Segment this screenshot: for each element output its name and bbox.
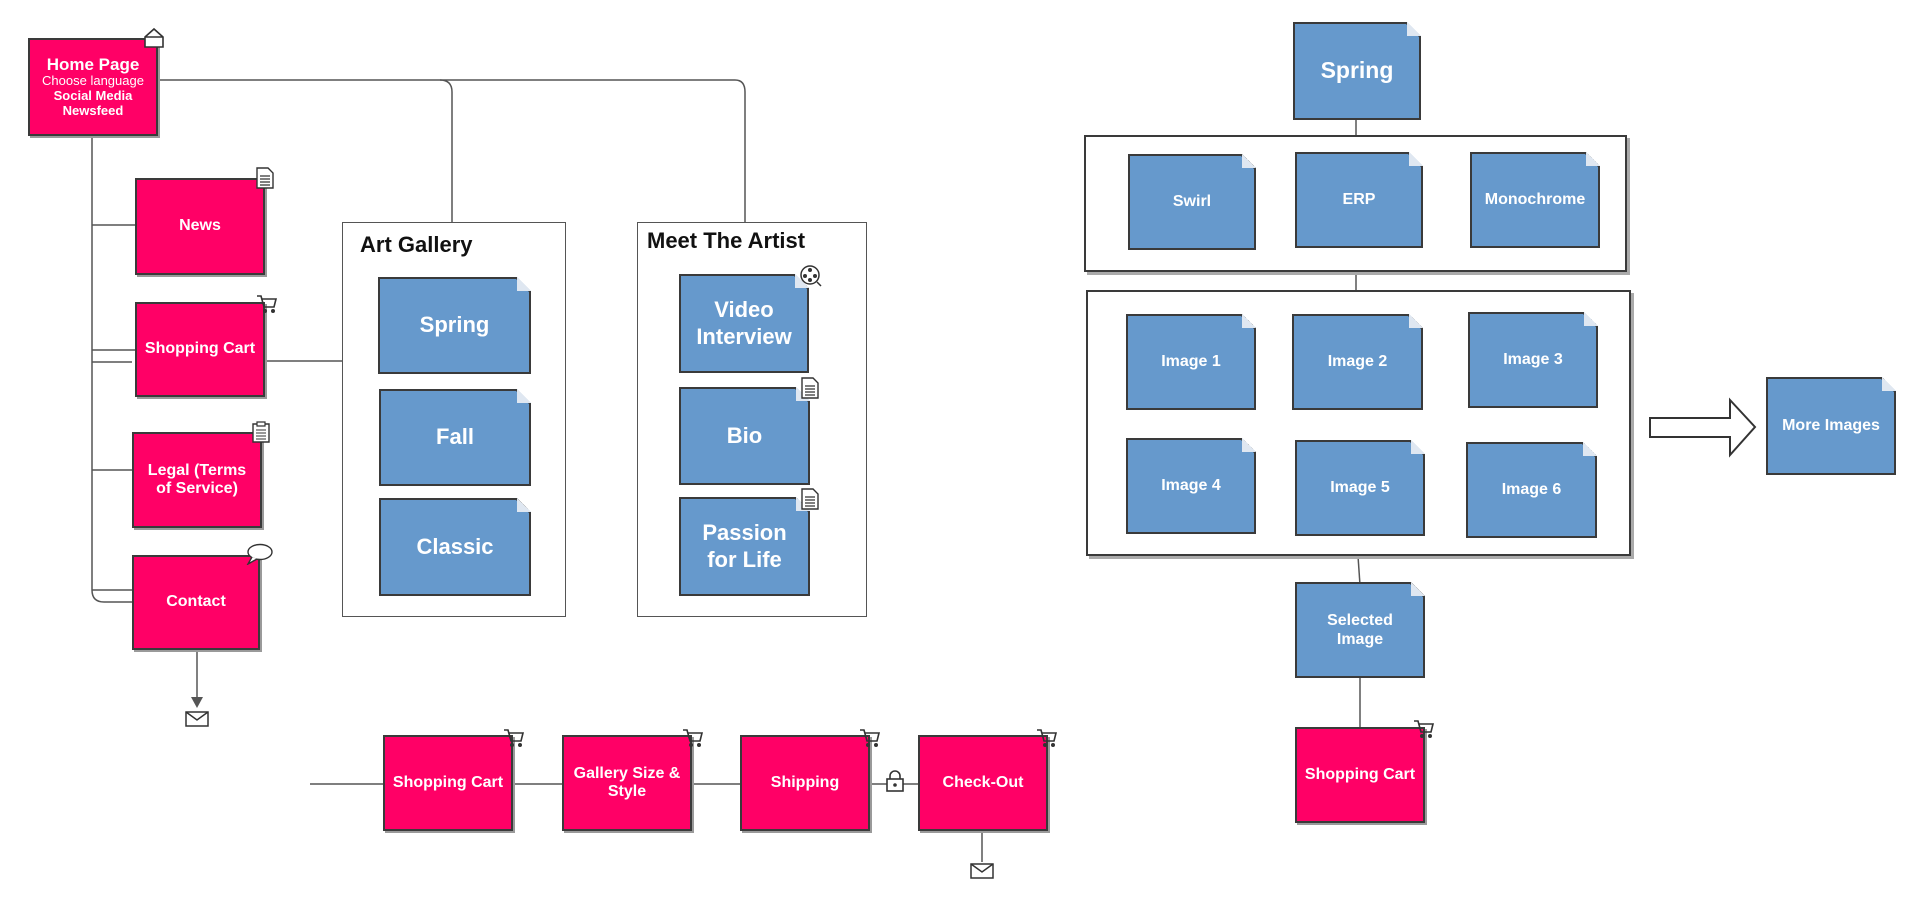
style-swirl[interactable]: Swirl (1128, 154, 1256, 250)
selected-image-label: Selected Image (1327, 611, 1393, 648)
image-2[interactable]: Image 2 (1292, 314, 1423, 410)
spring-cart-label: Shopping Cart (1304, 765, 1416, 783)
padlock-icon (885, 770, 905, 792)
news-label: News (179, 217, 221, 235)
artist-item-passion[interactable]: Passion for Life (679, 497, 810, 596)
flow-step-label: Check-Out (942, 773, 1024, 791)
shopping-cart-page-node[interactable]: Shopping Cart (135, 302, 265, 397)
cart-icon (1036, 727, 1058, 749)
cart-icon (503, 727, 525, 749)
image-6[interactable]: Image 6 (1466, 442, 1597, 538)
cart-icon (859, 727, 881, 749)
contact-page-node[interactable]: Contact (132, 555, 260, 650)
speech-bubble-icon (245, 543, 273, 566)
style-erp[interactable]: ERP (1295, 152, 1423, 248)
gallery-item-classic[interactable]: Classic (379, 498, 531, 596)
document-icon (799, 377, 821, 399)
flow-gallery-size-style[interactable]: Gallery Size & Style (562, 735, 692, 831)
style-monochrome[interactable]: Monochrome (1470, 152, 1600, 248)
selected-image-node[interactable]: Selected Image (1295, 582, 1425, 678)
image-label: Image 5 (1330, 479, 1390, 497)
gallery-item-spring[interactable]: Spring (378, 277, 531, 374)
image-1[interactable]: Image 1 (1126, 314, 1256, 410)
style-label: Monochrome (1484, 191, 1586, 209)
gallery-item-fall[interactable]: Fall (379, 389, 531, 486)
artist-item-label: Passion for Life (702, 520, 787, 572)
flow-shopping-cart[interactable]: Shopping Cart (383, 735, 513, 831)
image-label: Image 6 (1501, 481, 1562, 499)
cart-icon (682, 727, 704, 749)
more-images-label: More Images (1782, 417, 1880, 435)
image-label: Image 4 (1161, 477, 1221, 495)
artist-item-video[interactable]: Video Interview (679, 274, 809, 373)
more-images-node[interactable]: More Images (1766, 377, 1896, 475)
document-icon (254, 167, 276, 189)
flow-shipping[interactable]: Shipping (740, 735, 870, 831)
home-line-newsfeed: Newsfeed (62, 103, 124, 119)
image-label: Image 1 (1161, 353, 1221, 371)
news-page-node[interactable]: News (135, 178, 265, 275)
home-line-language: Choose language (42, 73, 144, 89)
spring-node[interactable]: Spring (1293, 22, 1421, 120)
style-label: Swirl (1172, 193, 1212, 211)
gallery-item-label: Fall (436, 424, 474, 450)
envelope-icon (185, 710, 209, 728)
style-label: ERP (1342, 191, 1376, 209)
legal-label: Legal (Terms of Service) (147, 461, 247, 497)
home-page-node[interactable]: Home Page Choose language Social Media N… (28, 38, 158, 136)
flow-check-out[interactable]: Check-Out (918, 735, 1048, 831)
image-4[interactable]: Image 4 (1126, 438, 1256, 534)
cart-icon (256, 293, 278, 315)
spring-shopping-cart[interactable]: Shopping Cart (1295, 727, 1425, 823)
legal-page-node[interactable]: Legal (Terms of Service) (132, 432, 262, 528)
contact-label: Contact (166, 593, 226, 611)
artist-item-label: Video Interview (696, 297, 792, 349)
cart-icon (1413, 718, 1435, 740)
home-line-social: Social Media (53, 88, 133, 104)
home-title: Home Page (46, 54, 140, 74)
spring-title: Spring (1320, 57, 1394, 84)
clipboard-icon (250, 421, 272, 443)
film-reel-icon (800, 265, 822, 287)
gallery-item-label: Spring (419, 312, 490, 338)
home-icon (143, 27, 165, 49)
meet-artist-title: Meet The Artist (647, 228, 806, 253)
shopping-cart-label: Shopping Cart (144, 340, 256, 358)
image-3[interactable]: Image 3 (1468, 312, 1598, 408)
gallery-item-label: Classic (416, 533, 494, 559)
document-icon (799, 488, 821, 510)
flow-step-label: Shopping Cart (392, 773, 504, 791)
art-gallery-title: Art Gallery (360, 232, 473, 257)
flow-step-label: Shipping (770, 773, 840, 791)
artist-item-bio[interactable]: Bio (679, 387, 810, 485)
image-label: Image 2 (1327, 353, 1388, 371)
arrow-right-icon (1650, 400, 1651, 401)
image-label: Image 3 (1503, 351, 1563, 369)
flow-step-label: Gallery Size & Style (573, 764, 681, 800)
artist-item-label: Bio (726, 422, 763, 448)
envelope-icon (970, 862, 994, 880)
image-5[interactable]: Image 5 (1295, 440, 1425, 536)
